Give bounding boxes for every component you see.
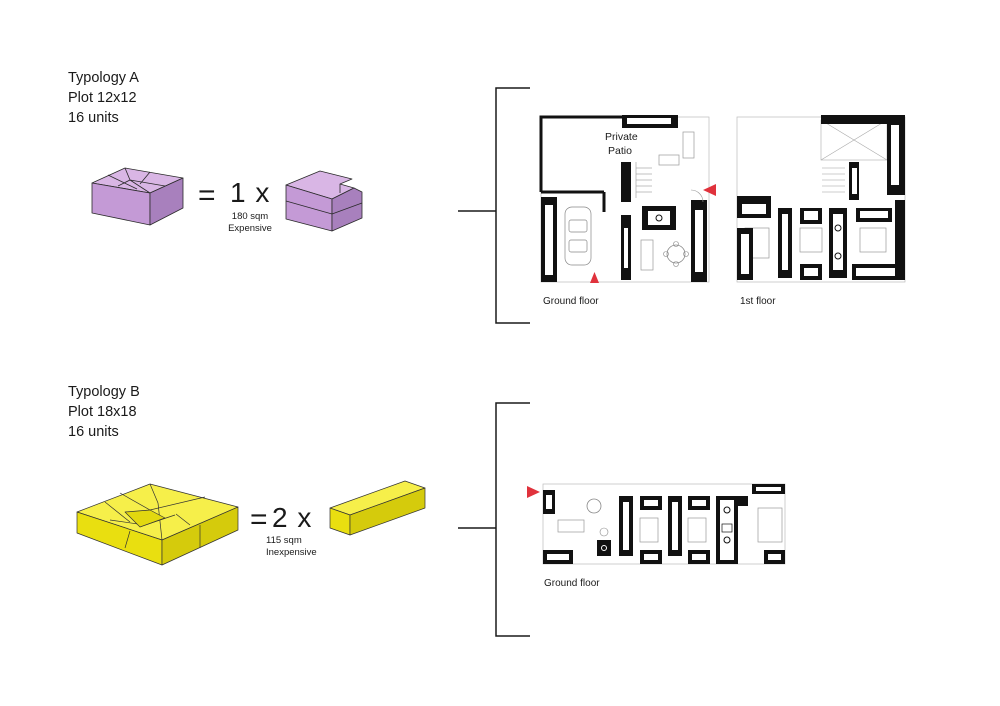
typology-a-description: Typology A Plot 12x12 16 units [68, 68, 139, 128]
typology-a-first-floor-plan [736, 115, 906, 283]
entrance-marker-b [527, 486, 540, 498]
entrance-marker-side-a [703, 184, 716, 196]
typology-b-description: Typology B Plot 18x18 16 units [68, 382, 140, 442]
typology-a-multiplier: 1 x [230, 177, 271, 208]
typology-b-equals-sign: = [250, 503, 268, 536]
typology-a-title: Typology A [68, 70, 139, 86]
entrance-marker-ground-a [590, 272, 599, 283]
typology-a-area: 180 sqm [231, 211, 269, 222]
typology-a-equals-sign: = [198, 179, 216, 212]
typology-a-cost: Expensive [228, 223, 272, 234]
typology-b-plot: Plot 18x18 [68, 404, 137, 420]
private-patio-line1: Private [605, 131, 638, 143]
typology-b-ground-floor-label: Ground floor [544, 578, 600, 589]
typology-b-cost: Inexpensive [266, 547, 317, 558]
private-patio-label: Private Patio [605, 130, 665, 158]
typology-a-units: 16 units [68, 110, 119, 126]
typology-b-area: 115 sqm [266, 535, 302, 546]
typology-b-title: Typology B [68, 384, 140, 400]
typology-b-multiplier: 2 x [272, 502, 313, 533]
typology-b-units: 16 units [68, 424, 119, 440]
private-patio-line2: Patio [608, 145, 632, 157]
typology-a-ground-floor-label: Ground floor [543, 296, 599, 307]
typology-a-plot: Plot 12x12 [68, 90, 137, 106]
typology-a-first-floor-label: 1st floor [740, 296, 776, 307]
